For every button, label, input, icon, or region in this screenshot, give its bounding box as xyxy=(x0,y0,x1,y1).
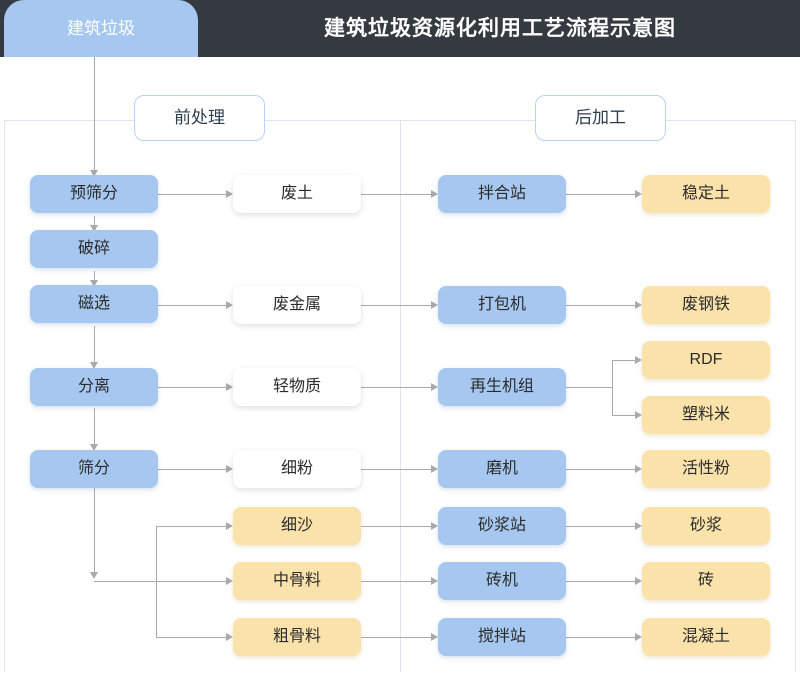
connector-aggregate-branch-trunk xyxy=(156,526,157,637)
connector-waste-soil-to-mixing-station xyxy=(361,194,431,195)
connector-screen-drop-trunk xyxy=(94,488,95,574)
node-waste-soil[interactable]: 废土 xyxy=(233,175,361,213)
connector-branch-to-fine-sand xyxy=(156,526,226,527)
arrowhead-crush xyxy=(89,225,98,232)
connector-screen-branch-main xyxy=(94,581,226,582)
connector-branch-to-coarse-aggregate xyxy=(156,637,226,638)
arrowhead-light-material xyxy=(226,382,233,391)
node-brick[interactable]: 砖 xyxy=(642,562,770,600)
node-plastic-pellet[interactable]: 塑料米 xyxy=(642,396,770,434)
arrowhead-baler xyxy=(431,300,438,309)
connector-prescreen-to-crush xyxy=(94,216,95,225)
node-crush[interactable]: 破碎 xyxy=(30,230,158,268)
arrowhead-screen-drop xyxy=(89,572,98,579)
arrowhead-fine-sand xyxy=(226,521,233,530)
section-label-pre-treatment: 前处理 xyxy=(134,95,265,141)
connector-light-material-to-recycling-unit xyxy=(361,387,431,388)
arrowhead-prescreen xyxy=(89,170,98,177)
connector-fine-powder-to-mill xyxy=(361,469,431,470)
connector-prescreen-to-waste-soil xyxy=(158,194,226,195)
arrowhead-concrete xyxy=(635,632,642,641)
connector-separate-to-light-material xyxy=(158,387,226,388)
node-baler[interactable]: 打包机 xyxy=(438,286,566,324)
node-mortar-station[interactable]: 砂浆站 xyxy=(438,507,566,545)
section-label-post-process: 后加工 xyxy=(535,95,666,141)
node-fine-powder[interactable]: 细粉 xyxy=(233,450,361,488)
node-fine-sand[interactable]: 细沙 xyxy=(233,507,361,545)
node-separation[interactable]: 分离 xyxy=(30,368,158,406)
arrowhead-mixing-station xyxy=(431,189,438,198)
connector-fine-sand-to-mortar-station xyxy=(361,526,431,527)
connector-recycling-unit-to-rdf xyxy=(612,360,635,361)
connector-baler-to-scrap-steel xyxy=(566,305,635,306)
arrowhead-brick xyxy=(635,576,642,585)
connector-scrap-metal-to-baler xyxy=(361,305,431,306)
arrowhead-recycling-unit xyxy=(431,382,438,391)
node-magnetic-separation[interactable]: 磁选 xyxy=(30,285,158,323)
arrowhead-active-powder xyxy=(635,464,642,473)
node-rdf[interactable]: RDF xyxy=(642,341,770,379)
connector-recycling-unit-stem xyxy=(566,387,613,388)
arrowhead-mill xyxy=(431,464,438,473)
arrowhead-scrap-steel xyxy=(635,300,642,309)
arrowhead-separate xyxy=(89,362,98,369)
arrowhead-concrete-station xyxy=(431,632,438,641)
page-title: 建筑垃圾资源化利用工艺流程示意图 xyxy=(324,17,676,40)
arrowhead-stabilized-soil xyxy=(635,189,642,198)
arrowhead-coarse-aggregate xyxy=(226,632,233,641)
node-prescreen[interactable]: 预筛分 xyxy=(30,175,158,213)
connector-magnetic-to-separate xyxy=(94,326,95,362)
node-screening[interactable]: 筛分 xyxy=(30,450,158,488)
arrowhead-magnetic xyxy=(89,280,98,287)
connector-concrete-station-to-concrete xyxy=(566,637,635,638)
connector-mill-to-active-powder xyxy=(566,469,635,470)
arrowhead-plastic-pellet xyxy=(635,410,642,419)
input-tab-construction-waste[interactable]: 建筑垃圾 xyxy=(4,0,198,57)
connector-separate-to-screen xyxy=(94,408,95,444)
arrowhead-scrap-metal xyxy=(226,300,233,309)
node-recycling-unit[interactable]: 再生机组 xyxy=(438,368,566,406)
node-mill[interactable]: 磨机 xyxy=(438,450,566,488)
connector-magnetic-to-scrap-metal xyxy=(158,305,226,306)
node-scrap-steel[interactable]: 废钢铁 xyxy=(642,286,770,324)
node-coarse-aggregate[interactable]: 粗骨料 xyxy=(233,618,361,656)
connector-recycling-unit-split xyxy=(612,360,613,415)
arrowhead-mortar xyxy=(635,521,642,530)
node-medium-aggregate[interactable]: 中骨料 xyxy=(233,562,361,600)
connector-crush-to-magnetic xyxy=(94,271,95,280)
connector-brick-machine-to-brick xyxy=(566,581,635,582)
connector-coarse-aggregate-to-concrete-station xyxy=(361,637,431,638)
node-concrete[interactable]: 混凝土 xyxy=(642,618,770,656)
arrowhead-rdf xyxy=(635,355,642,364)
node-active-powder[interactable]: 活性粉 xyxy=(642,450,770,488)
connector-recycling-unit-to-plastic-pellet xyxy=(612,415,635,416)
connector-mixing-station-to-stabilized-soil xyxy=(566,194,635,195)
connector-screen-to-fine-powder xyxy=(158,469,226,470)
node-mixing-station[interactable]: 拌合站 xyxy=(438,175,566,213)
node-brick-machine[interactable]: 砖机 xyxy=(438,562,566,600)
arrowhead-mortar-station xyxy=(431,521,438,530)
arrowhead-fine-powder xyxy=(226,464,233,473)
section-divider xyxy=(400,120,401,672)
node-light-material[interactable]: 轻物质 xyxy=(233,368,361,406)
connector-medium-aggregate-to-brick-machine xyxy=(361,581,431,582)
node-scrap-metal[interactable]: 废金属 xyxy=(233,286,361,324)
connector-waste-to-prescreen xyxy=(94,57,95,170)
arrowhead-medium-aggregate xyxy=(226,576,233,585)
connector-mortar-station-to-mortar xyxy=(566,526,635,527)
node-mortar[interactable]: 砂浆 xyxy=(642,507,770,545)
arrowhead-brick-machine xyxy=(431,576,438,585)
arrowhead-screen xyxy=(89,444,98,451)
node-concrete-station[interactable]: 搅拌站 xyxy=(438,618,566,656)
arrowhead-waste-soil xyxy=(226,189,233,198)
node-stabilized-soil[interactable]: 稳定土 xyxy=(642,175,770,213)
